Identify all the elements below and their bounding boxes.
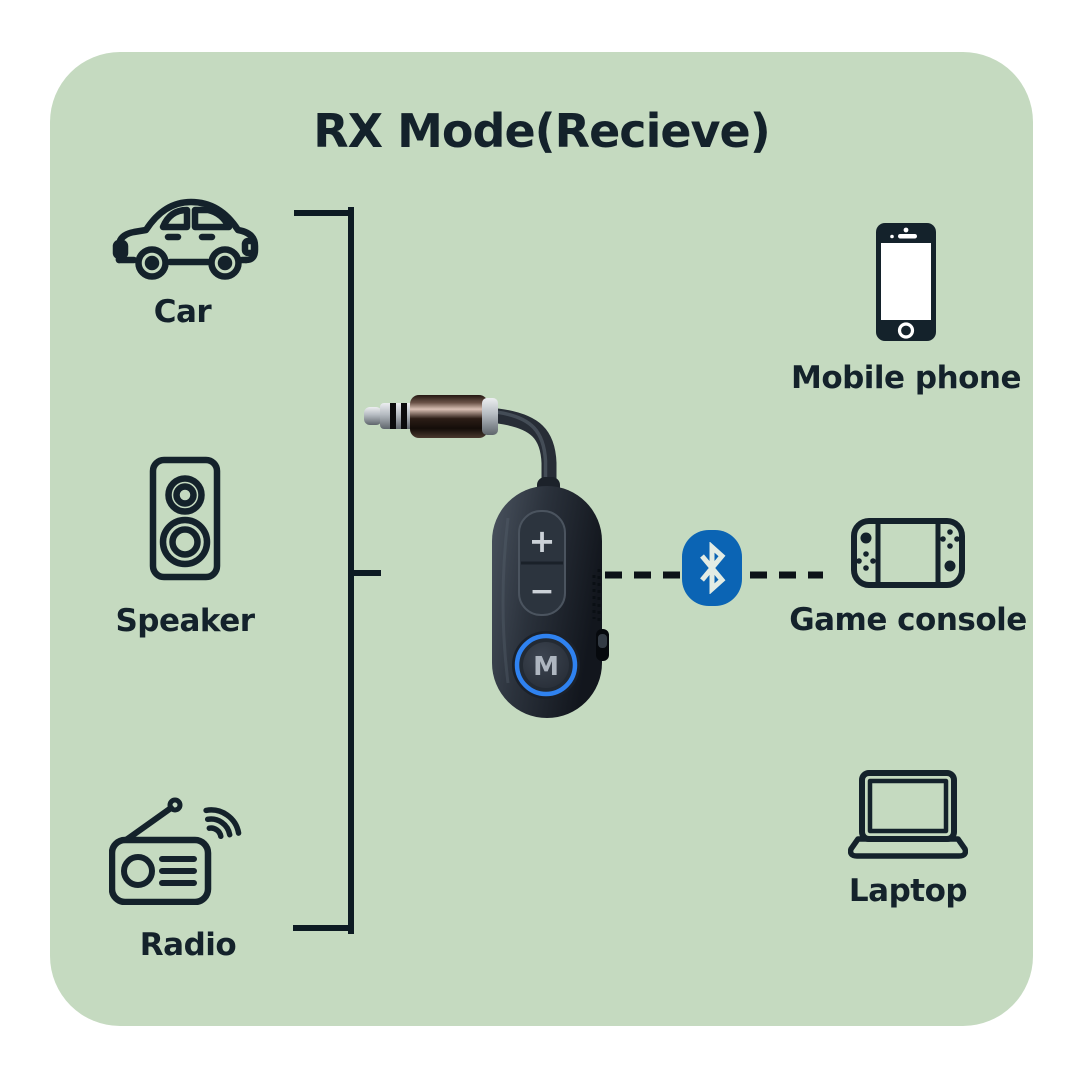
bluetooth-icon (700, 542, 726, 594)
audio-jack-plug (364, 395, 498, 438)
source-group-car: Car (100, 186, 265, 330)
mode-button-letter: M (533, 652, 559, 682)
radio-icon (109, 797, 242, 905)
source-label-speaker: Speaker (115, 603, 255, 639)
sink-group-game-console: Game console (789, 518, 1027, 638)
audio-cable (490, 408, 557, 494)
car-icon (112, 198, 258, 280)
volume-rocker: + − (518, 510, 566, 616)
laptop-icon (848, 770, 968, 859)
sink-group-laptop: Laptop (798, 770, 1018, 909)
volume-down-button: − (529, 574, 554, 609)
source-group-speaker: Speaker (115, 456, 255, 639)
bracket-connector (293, 207, 381, 934)
mobile-phone-icon (876, 223, 936, 341)
bluetooth-receiver-device: + − M (364, 395, 609, 718)
source-label-radio: Radio (139, 927, 237, 963)
sink-label-laptop: Laptop (848, 873, 968, 909)
page-title: RX Mode(Recieve) (313, 104, 771, 158)
volume-up-button: + (529, 522, 556, 560)
bluetooth-dashed-link (605, 571, 823, 579)
sink-label-mobile-phone: Mobile phone (790, 360, 1022, 396)
sink-group-mobile-phone: Mobile phone (791, 222, 1022, 396)
source-label-car: Car (153, 294, 212, 330)
bluetooth-badge (682, 530, 742, 606)
source-group-radio: Radio (108, 792, 268, 963)
sink-label-game-console: Game console (789, 602, 1027, 638)
mode-button: M (512, 631, 580, 699)
speaker-icon (149, 456, 221, 581)
game-console-icon (851, 518, 965, 588)
